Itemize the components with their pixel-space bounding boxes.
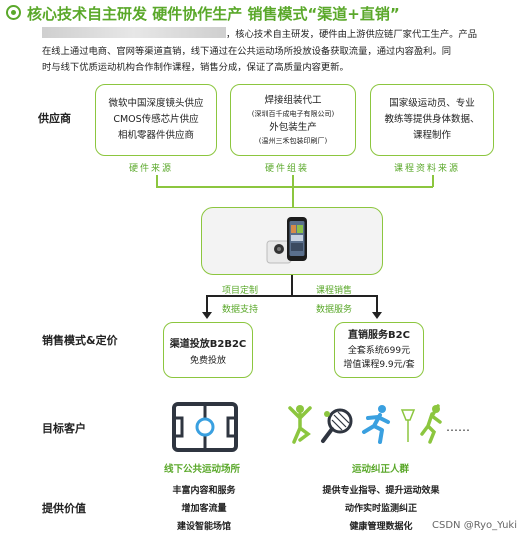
title-text: 核心技术自主研发 硬件协作生产 销售模式“渠道+直销”	[27, 5, 400, 23]
supplier-box-course-material: 国家级运动员、专业 教练等提供身体数据、 课程制作	[370, 84, 494, 156]
sales-title: 直销服务B2C	[348, 330, 410, 341]
row-label-supplier: 供应商	[38, 112, 71, 125]
flow-line	[206, 295, 377, 297]
flow-line	[206, 295, 208, 315]
title-bullet-icon	[6, 5, 21, 20]
sales-sub: 免费投放	[189, 356, 226, 366]
supplier-line: 课程制作	[412, 130, 451, 141]
volleyball-icon	[420, 404, 442, 444]
supplier-line: CMOS传感芯片供应	[113, 114, 199, 125]
connector-line	[432, 175, 434, 187]
product-box	[201, 207, 383, 275]
football-court-icon	[172, 402, 238, 452]
intro-text-1: ，核心技术自主研发，硬件由上游供应链厂家代工生产。产品	[226, 29, 478, 40]
blurred-text	[42, 27, 226, 38]
tennis-icon	[321, 408, 353, 443]
value-item: 动作实时监测纠正	[344, 504, 417, 514]
row-label-target: 目标客户	[42, 422, 86, 435]
sales-box-direct: 直销服务B2C 全套系统699元 增值课程9.9元/套	[334, 322, 424, 378]
value-item: 丰富内容和服务	[172, 486, 236, 496]
supplier-subline: (温州三禾包装印刷厂)	[258, 137, 328, 145]
flow-label: 数据服务	[316, 305, 353, 315]
sales-title: 渠道投放B2B2C	[169, 339, 247, 350]
row-label-sales: 销售模式&定价	[42, 334, 118, 347]
value-item: 健康管理数据化	[349, 522, 413, 532]
connector-line	[292, 175, 294, 207]
value-item: 建设智能场馆	[176, 522, 231, 532]
connector-line	[156, 175, 158, 187]
supplier-caption: 硬件来源	[129, 164, 174, 174]
value-list-left: 丰富内容和服务 增加客流量 建设智能场馆	[156, 482, 252, 536]
intro-text-2: 在线上通过电商、官网等渠道直销，线下通过在公共运动场所投放设备获取流量，通过内容…	[42, 45, 452, 57]
flow-line	[376, 295, 378, 315]
flow-label: 项目定制	[222, 286, 259, 296]
sales-sub: 增值课程9.9元/套	[343, 360, 415, 370]
connector-line	[156, 186, 433, 188]
supplier-line: 焊接组装代工	[264, 95, 322, 106]
flow-line	[291, 275, 293, 296]
row-label-value: 提供价值	[42, 502, 86, 515]
intro-text-3: 时与线下优质运动机构合作制作课程，销售分成，保证了高质量内容更新。	[42, 62, 349, 73]
supplier-line: 外包装生产	[269, 122, 317, 133]
supplier-box-assembly: 焊接组装代工 (深圳百千成电子有限公司) 外包装生产 (温州三禾包装印刷厂)	[230, 84, 356, 156]
yoga-icon	[288, 405, 312, 444]
sales-sub: 全套系统699元	[347, 346, 411, 356]
device-image	[266, 217, 307, 264]
sales-box-channel: 渠道投放B2B2C 免费投放	[163, 322, 253, 378]
page-title: 核心技术自主研发 硬件协作生产 销售模式“渠道+直销”	[6, 3, 400, 24]
supplier-caption: 课程资料来源	[394, 164, 461, 174]
supplier-caption: 硬件组装	[265, 164, 310, 174]
value-item: 增加客流量	[181, 504, 227, 514]
supplier-line: 教练等提供身体数据、	[384, 114, 480, 125]
target-label-correction-crowd: 运动纠正人群	[352, 464, 410, 475]
intro-paragraph: ，核心技术自主研发，硬件由上游供应链厂家代工生产。产品 在线上通过电商、官网等渠…	[42, 27, 522, 77]
flow-label: 数据支持	[222, 305, 259, 315]
supplier-line: 相机零器件供应商	[117, 130, 194, 141]
more-ellipsis: ……	[446, 420, 470, 434]
arrow-down-icon	[372, 312, 382, 319]
supplier-box-hardware-source: 微软中国深度镜头供应 CMOS传感芯片供应 相机零器件供应商	[95, 84, 217, 156]
arrow-down-icon	[202, 312, 212, 319]
supplier-subline: (深圳百千成电子有限公司)	[251, 110, 335, 118]
flow-label: 课程销售	[316, 286, 353, 296]
supplier-line: 国家级运动员、专业	[389, 98, 475, 109]
value-item: 提供专业指导、提升运动效果	[322, 486, 440, 496]
running-icon	[362, 405, 390, 444]
target-label-public-venue: 线下公共运动场所	[164, 464, 241, 475]
value-list-right: 提供专业指导、提升运动效果 动作实时监测纠正 健康管理数据化	[306, 482, 456, 536]
supplier-line: 微软中国深度镜头供应	[108, 98, 204, 109]
watermark: CSDN @Ryo_Yuki	[432, 520, 517, 531]
badminton-icon	[400, 409, 416, 442]
